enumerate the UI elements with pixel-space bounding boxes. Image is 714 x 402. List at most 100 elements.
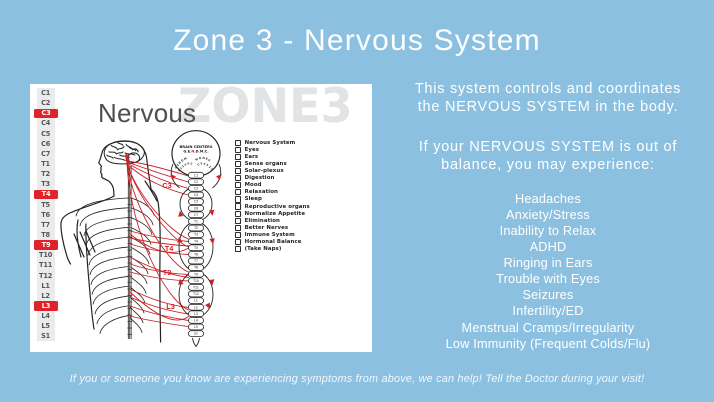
spine-level-text: T12 bbox=[39, 271, 53, 280]
function-label: Hormonal Balance bbox=[244, 239, 302, 246]
spine-level-text: L4 bbox=[41, 312, 50, 321]
zone-arc-left-numbers: 1 2 3 4 5 C bbox=[177, 161, 193, 172]
spine-level-text: L1 bbox=[41, 281, 50, 290]
spine-level-label: C1 bbox=[37, 88, 55, 98]
balance-line: balance, you may experience: bbox=[441, 157, 655, 174]
spine-level-text: C5 bbox=[41, 129, 51, 138]
vertebra-label: C1 bbox=[194, 173, 198, 177]
vertebra-pill bbox=[187, 264, 204, 271]
panel-heading: Nervous bbox=[98, 98, 197, 128]
brain-centers-head: BRAIN CENTERS G.E.N.D.M.C. G E N D M 1 2… bbox=[171, 130, 221, 177]
function-label: Nervous System bbox=[244, 139, 296, 146]
zone-nerve-lines bbox=[126, 160, 189, 327]
function-item: Solar-plexus bbox=[235, 168, 310, 175]
vertebra-pill bbox=[187, 284, 204, 291]
spine-level-label: C3 bbox=[34, 108, 58, 119]
vertebra-label: T5 bbox=[193, 246, 198, 250]
spine-level-text: C2 bbox=[41, 99, 51, 108]
vertebra-pill bbox=[187, 218, 204, 225]
brain-centers-code: G.E.N.D.M.C. bbox=[183, 150, 208, 154]
function-label: Relaxation bbox=[244, 189, 278, 196]
function-item: Relaxation bbox=[235, 189, 310, 196]
vertebra-pill bbox=[187, 323, 204, 331]
symptom-item: Trouble with Eyes bbox=[496, 272, 600, 287]
spine-level-label: L4 bbox=[37, 311, 55, 321]
symptom-item: Low Immunity (Frequent Colds/Flu) bbox=[445, 336, 651, 351]
zone-label-t9: T9 bbox=[163, 268, 172, 277]
vertebra-label: C2 bbox=[194, 180, 198, 184]
vertebra-label: L1 bbox=[194, 299, 198, 303]
vertebra-stack: C1C2C3C4C5C6C7T1T2T3T4T5T6T7T8T9T10T11T1… bbox=[187, 171, 204, 337]
vertebra-label: C7 bbox=[194, 213, 198, 217]
vertebra-pill bbox=[187, 310, 204, 318]
spine-level-label: T8 bbox=[37, 230, 55, 240]
function-item: (Take Naps) bbox=[235, 246, 310, 253]
vertebra-pill bbox=[187, 211, 204, 219]
checkbox-icon bbox=[235, 168, 242, 175]
zone-arc-right-letters: M D N E G bbox=[195, 156, 212, 163]
checkbox-icon bbox=[235, 189, 242, 196]
function-item: Nervous System bbox=[235, 139, 310, 146]
vertebra-label: C4 bbox=[194, 193, 198, 197]
spine-level-label: C6 bbox=[37, 139, 55, 149]
function-label: Reproductive organs bbox=[244, 203, 310, 210]
vertebra-pill bbox=[187, 303, 204, 311]
checkbox-icon bbox=[235, 224, 242, 231]
checkbox-icon bbox=[235, 210, 242, 217]
spine-level-text: T5 bbox=[41, 200, 50, 209]
function-label: Solar-plexus bbox=[244, 168, 284, 175]
flow-arrows bbox=[170, 174, 222, 310]
spine-level-text: T3 bbox=[41, 180, 50, 189]
spine-level-text: T7 bbox=[41, 220, 50, 229]
vertebra-label: T6 bbox=[193, 253, 198, 257]
spine-level-label: T2 bbox=[37, 169, 55, 179]
spine-level-label: T7 bbox=[37, 220, 55, 230]
vertebra-pill bbox=[187, 257, 204, 265]
spine-level-text: T4 bbox=[41, 190, 51, 199]
vertebra-pill bbox=[187, 237, 204, 245]
spine-level-text: L3 bbox=[41, 301, 51, 310]
sacrum-tail bbox=[192, 337, 200, 348]
spine-level-label: T10 bbox=[37, 250, 55, 260]
spine-level-text: T9 bbox=[41, 241, 51, 250]
checkbox-icon bbox=[235, 246, 242, 253]
spine-level-text: L5 bbox=[41, 322, 50, 331]
vertebra-label: T8 bbox=[193, 266, 198, 270]
vertebra-pill bbox=[187, 317, 204, 324]
spine-level-text: T8 bbox=[41, 231, 50, 239]
vertebra-label: T1 bbox=[193, 220, 198, 224]
spine-level-text: C3 bbox=[41, 109, 51, 118]
description-line: the NERVOUS SYSTEM in the body. bbox=[417, 98, 679, 115]
spine-level-label: C4 bbox=[37, 118, 55, 128]
symptoms-list: Headaches Anxiety/Stress Inability to Re… bbox=[380, 191, 714, 352]
function-label: Digestion bbox=[244, 175, 275, 182]
spine-level-label: C7 bbox=[37, 149, 55, 159]
spine-level-label: L1 bbox=[37, 281, 55, 291]
vertebra-label: T2 bbox=[193, 226, 198, 230]
vertebra-label: L4 bbox=[194, 319, 198, 323]
function-item: Hormonal Balance bbox=[235, 238, 310, 246]
vertebra-label: L2 bbox=[194, 305, 198, 309]
function-item: Eyes bbox=[235, 146, 310, 153]
checkbox-icon bbox=[235, 203, 242, 210]
spine-level-text: T11 bbox=[39, 261, 53, 270]
function-label: (Take Naps) bbox=[244, 246, 282, 253]
function-label: Better Nerves bbox=[244, 224, 289, 231]
vertebra-pill bbox=[187, 191, 204, 199]
spine-level-label: T6 bbox=[37, 210, 55, 220]
vertebra-label: T3 bbox=[193, 233, 198, 237]
footer-note: If you or someone you know are experienc… bbox=[69, 373, 645, 385]
vertebra-label: C5 bbox=[194, 200, 198, 204]
vertebra-label: L5 bbox=[194, 325, 198, 329]
spine-level-text: S1 bbox=[41, 332, 51, 341]
vertebra-label: T10 bbox=[192, 279, 199, 283]
checkbox-icon bbox=[235, 139, 242, 146]
vertebra-pill bbox=[187, 270, 204, 278]
spine-level-label: T1 bbox=[37, 159, 55, 169]
spine-level-text: T2 bbox=[41, 170, 50, 179]
vertebra-label: T12 bbox=[192, 292, 199, 296]
vertebra-pill bbox=[187, 185, 204, 192]
function-item: Sleep bbox=[235, 196, 310, 203]
function-item: Ears bbox=[235, 153, 310, 161]
checkbox-icon bbox=[235, 238, 242, 246]
